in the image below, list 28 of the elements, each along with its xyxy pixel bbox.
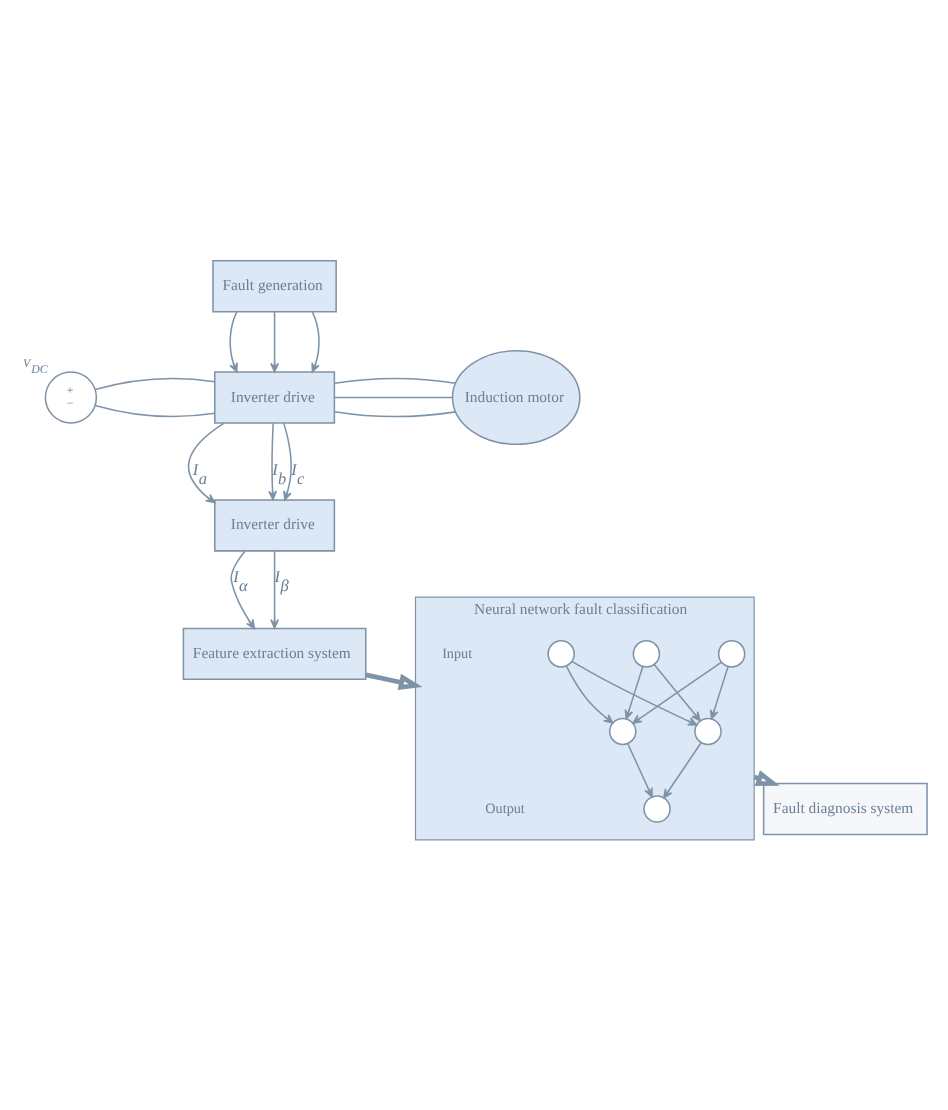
node-circle bbox=[693, 717, 721, 746]
arrow bbox=[269, 550, 279, 629]
arrow bbox=[310, 311, 319, 373]
arrow bbox=[187, 422, 224, 504]
connector bbox=[332, 377, 456, 385]
arrow bbox=[623, 665, 643, 720]
node-circle bbox=[642, 795, 670, 823]
node-circle bbox=[546, 640, 574, 668]
arrow bbox=[229, 550, 255, 630]
node-circle bbox=[716, 640, 745, 668]
arrow bbox=[269, 311, 279, 373]
arrow bbox=[570, 660, 697, 726]
connector bbox=[93, 404, 215, 418]
connector bbox=[332, 396, 453, 399]
node-circle bbox=[607, 717, 636, 746]
arrow bbox=[708, 665, 728, 720]
arrow bbox=[564, 665, 613, 724]
arrow bbox=[631, 661, 721, 724]
arrow bbox=[267, 422, 277, 501]
arrow bbox=[228, 311, 237, 373]
arrow bbox=[282, 422, 291, 501]
connector bbox=[93, 377, 215, 391]
node-circle bbox=[631, 640, 660, 668]
connector bbox=[332, 411, 456, 418]
arrow bbox=[364, 672, 422, 691]
arrow bbox=[626, 742, 652, 798]
arrow bbox=[662, 742, 701, 799]
arrow bbox=[652, 663, 700, 722]
